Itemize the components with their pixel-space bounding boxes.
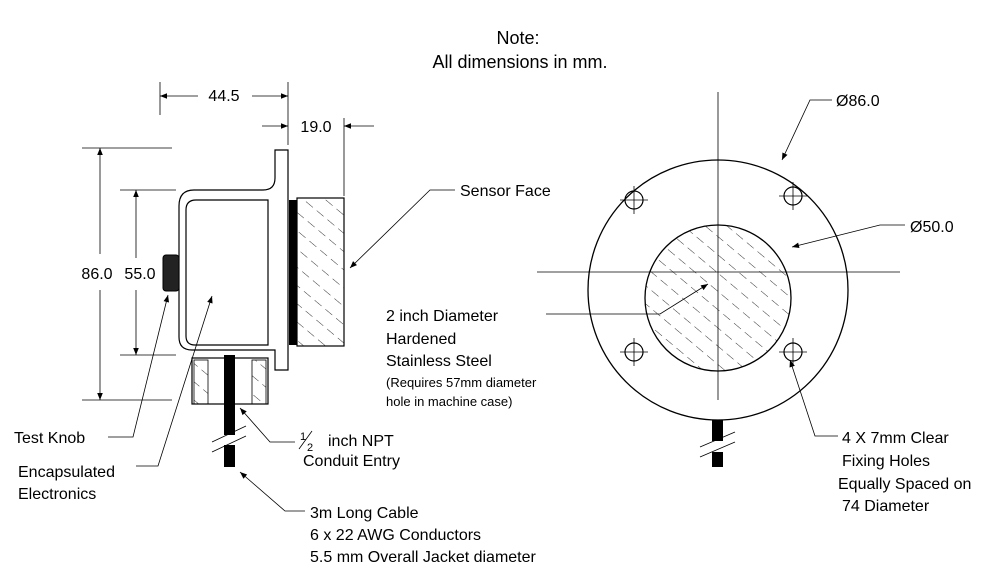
hole-note-line-1: (Requires 57mm diameter [386,375,537,390]
side-view: 44.5 19.0 86.0 55.0 [81,82,455,512]
sensor-face-block [296,197,345,347]
material-line-1: 2 inch Diameter [386,308,499,325]
conduit-left-wall [193,359,209,405]
leader-conduit [239,407,295,443]
leader-sensor-face [349,189,455,269]
fixing-hole-bottom-left [620,338,648,366]
test-knob-label: Test Knob [14,430,85,447]
dim-face-depth: 19.0 [300,119,331,136]
dim-outer-height: 86.0 [81,266,112,283]
cable-upper [224,355,235,435]
fixing-hole-top-right [779,182,807,210]
cable-line-2: 6 x 22 AWG Conductors [310,527,481,544]
leader-face-diameter [791,224,905,249]
holes-line-3: Equally Spaced on [838,476,971,493]
cable-lower [224,445,235,467]
housing-inner-wall [185,199,269,346]
hole-note-line-2: hole in machine case) [386,394,512,409]
dim-depth: 44.5 [208,88,239,105]
electronics-line-2: Electronics [18,486,96,503]
leader-material [546,283,709,315]
gasket [289,200,297,345]
note-text: All dimensions in mm. [432,52,607,72]
electronics-line-1: Encapsulated [18,464,115,481]
leader-electronics [136,295,213,467]
leader-test-knob [108,294,170,438]
holes-line-4: 74 Diameter [842,498,930,515]
conduit-fraction-den: 2 [307,442,313,454]
holes-line-2: Fixing Holes [842,453,930,470]
leader-fixing-holes [789,359,838,437]
conduit-fraction-num: 1 [300,431,306,443]
dim-inner-height: 55.0 [124,266,155,283]
test-knob [162,254,180,292]
cable-line-1: 3m Long Cable [310,505,419,522]
front-cable-break-1 [699,431,736,448]
material-line-3: Stainless Steel [386,353,492,370]
cable-line-3: 5.5 mm Overall Jacket diameter [310,549,537,566]
holes-line-1: 4 X 7mm Clear [842,430,949,447]
cable-break-2 [211,435,247,453]
front-cable-lower [712,452,723,467]
face-diameter-label: Ø50.0 [910,219,954,236]
fixing-hole-top-left [620,186,648,214]
leader-outer-diameter [781,99,832,161]
conduit-right-wall [251,359,267,405]
conduit-fraction: 1 2 [298,430,313,454]
material-line-2: Hardened [386,331,456,348]
front-cable-break-2 [699,441,736,458]
note-heading: Note: [496,28,539,48]
sensor-face-label: Sensor Face [460,183,551,200]
conduit-line-2: Conduit Entry [303,453,400,470]
housing-outline [178,149,289,371]
cable-break-1 [211,425,247,443]
front-view [537,92,905,467]
conduit-line-1: inch NPT [328,433,394,450]
leader-cable [239,471,305,512]
outer-diameter-label: Ø86.0 [836,93,880,110]
